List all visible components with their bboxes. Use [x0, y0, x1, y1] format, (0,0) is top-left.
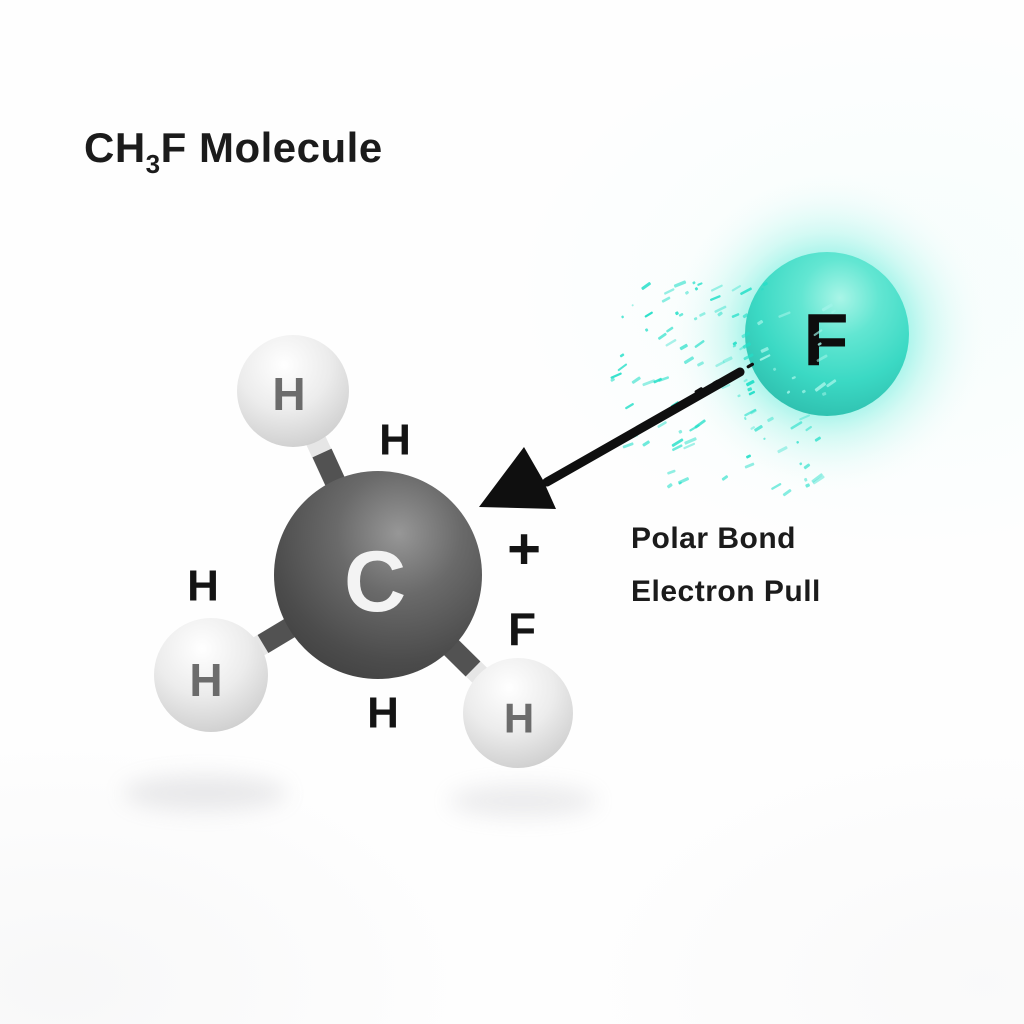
fluorine-label: F [803, 299, 848, 382]
hydrogen-label-left: H [189, 654, 222, 706]
hydrogen-atom-left [154, 618, 268, 732]
carbon-atom [274, 471, 482, 679]
arrow-shaft [542, 367, 745, 487]
arrow-head-icon [479, 447, 556, 509]
caption-line2: Electron Pull [631, 575, 821, 608]
title-subscript: 3 [145, 149, 161, 180]
electron-pull-arrow-icon [479, 362, 754, 509]
fluorine-atom [745, 252, 909, 416]
ground-shadow-right [449, 785, 597, 817]
hydrogen-atom-bottom [463, 658, 573, 768]
fluorine-float-label: F [508, 603, 536, 655]
carbon-label: C [344, 534, 406, 630]
hydrogen-label-top: H [272, 368, 305, 420]
hydrogen-float-label-bottom: H [367, 689, 399, 738]
hydrogen-label-bottom: H [504, 695, 534, 742]
ground-shadow-left [123, 775, 287, 811]
hydrogen-atom-top [237, 335, 349, 447]
title-prefix: CH [84, 124, 146, 171]
hydrogen-float-label-left: H [187, 562, 219, 611]
arrow-tail-specks [694, 362, 754, 394]
caption-line1: Polar Bond [631, 522, 797, 555]
page-title: CH3F Molecule [84, 124, 383, 180]
title-suffix: F Molecule [160, 124, 383, 171]
hydrogen-float-label-top: H [379, 416, 411, 465]
electron-speckles-icon [610, 280, 837, 497]
polar-bond-caption: Polar Bond Electron Pull [631, 512, 821, 618]
plus-symbol: + [507, 517, 541, 582]
